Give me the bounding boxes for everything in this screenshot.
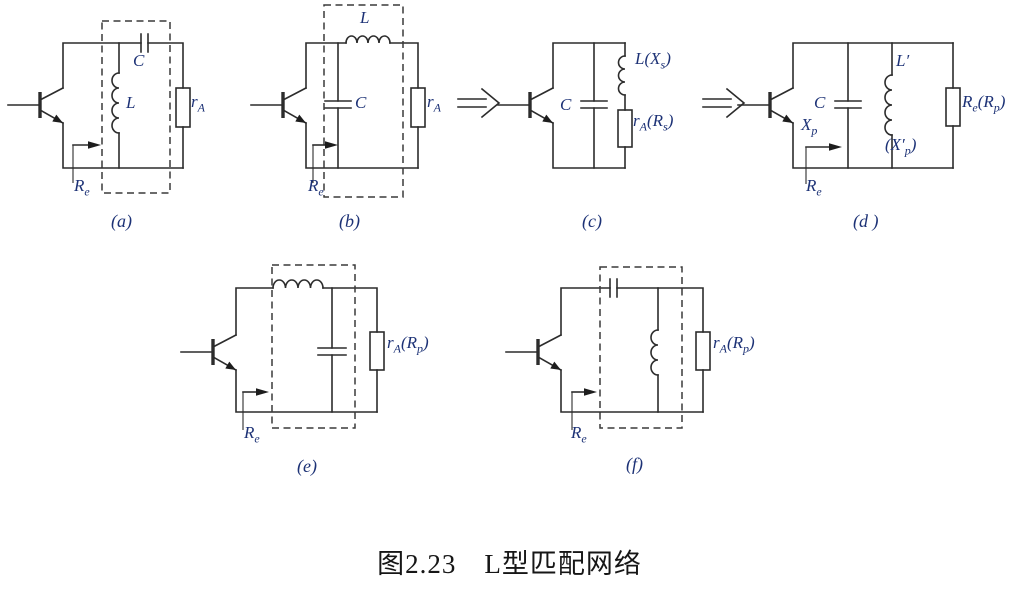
series-capacitor xyxy=(140,33,149,53)
load-resistor-body xyxy=(617,109,633,148)
load-resistor-label: rA(Rp) xyxy=(387,333,429,356)
panel-label: (d ) xyxy=(853,211,879,231)
transistor xyxy=(736,86,795,125)
input-resistance-arrow-icon xyxy=(88,141,101,149)
load-resistor-body xyxy=(369,331,385,371)
input-resistance-label: Re xyxy=(571,423,587,446)
shunt-capacitor xyxy=(317,347,347,356)
inductor-label: L xyxy=(126,93,136,112)
load-resistor-body xyxy=(410,87,426,128)
panel-label: (f) xyxy=(626,454,643,474)
circuit-a xyxy=(6,20,191,194)
shunt-inductor-coil xyxy=(650,329,659,376)
implies-arrow-icon xyxy=(702,87,746,119)
series-inductor-coil xyxy=(345,35,391,44)
inductor-label: L′ xyxy=(896,51,910,70)
transistor xyxy=(504,333,563,372)
shunt-capacitor xyxy=(580,100,608,109)
matching-network-box xyxy=(599,266,683,429)
transistor xyxy=(496,86,555,125)
input-reactance-arrow-icon xyxy=(829,143,842,151)
capacitor-label: C xyxy=(560,95,572,114)
shunt-capacitor xyxy=(834,100,862,109)
shunt-capacitor xyxy=(324,100,352,109)
inductor-label: L(Xs) xyxy=(635,49,671,72)
input-resistance-label: Re xyxy=(308,176,324,199)
matching-network-box xyxy=(271,264,356,429)
input-resistance-label: Re xyxy=(806,176,822,199)
transistor xyxy=(179,333,238,372)
input-resistance-arrow-icon xyxy=(325,141,338,149)
shunt-inductor-coil xyxy=(111,72,120,134)
input-resistance-arrow-icon xyxy=(256,388,269,396)
load-resistor-body xyxy=(945,87,961,127)
shunt-inductor-coil xyxy=(884,74,893,136)
circuit-d xyxy=(736,42,961,184)
capacitor-label: C xyxy=(814,93,826,112)
circuit-f xyxy=(504,266,711,430)
circuit-e xyxy=(179,264,385,430)
series-capacitor xyxy=(609,278,618,298)
load-resistor-label: rA xyxy=(191,92,205,115)
panel-label: (b) xyxy=(339,211,360,231)
panel-label: (c) xyxy=(582,211,602,231)
capacitor-label: C xyxy=(355,93,367,112)
matching-network-box xyxy=(323,4,404,198)
input-resistance-label: Re xyxy=(244,423,260,446)
circuit-c xyxy=(496,42,633,169)
load-resistor-body xyxy=(695,331,711,371)
load-resistor-label: rA xyxy=(427,92,441,115)
load-resistor-label: Re(Rp) xyxy=(962,92,1006,115)
implies-arrow-icon xyxy=(457,87,501,119)
series-inductor-coil xyxy=(272,279,324,289)
input-resistance-label: Re xyxy=(74,176,90,199)
inductor-label: L xyxy=(360,8,370,27)
input-resistance-arrow-icon xyxy=(584,388,597,396)
panel-label: (e) xyxy=(297,456,317,476)
series-inductor-coil xyxy=(617,55,626,96)
matching-network-box xyxy=(101,20,171,194)
transistor xyxy=(6,86,65,125)
capacitor-label: C xyxy=(133,51,145,70)
panel-label: (a) xyxy=(111,211,132,231)
inductor-reactance-label: (X′p) xyxy=(885,135,917,158)
input-reactance-label: Xp xyxy=(801,115,818,138)
circuit-b xyxy=(249,4,426,198)
load-resistor-label: rA(Rp) xyxy=(713,333,755,356)
figure-caption: 图2.23 L型匹配网络 xyxy=(377,549,642,579)
transistor xyxy=(249,86,308,125)
load-resistor-label: rA(Rs) xyxy=(633,111,674,134)
load-resistor-body xyxy=(175,87,191,128)
